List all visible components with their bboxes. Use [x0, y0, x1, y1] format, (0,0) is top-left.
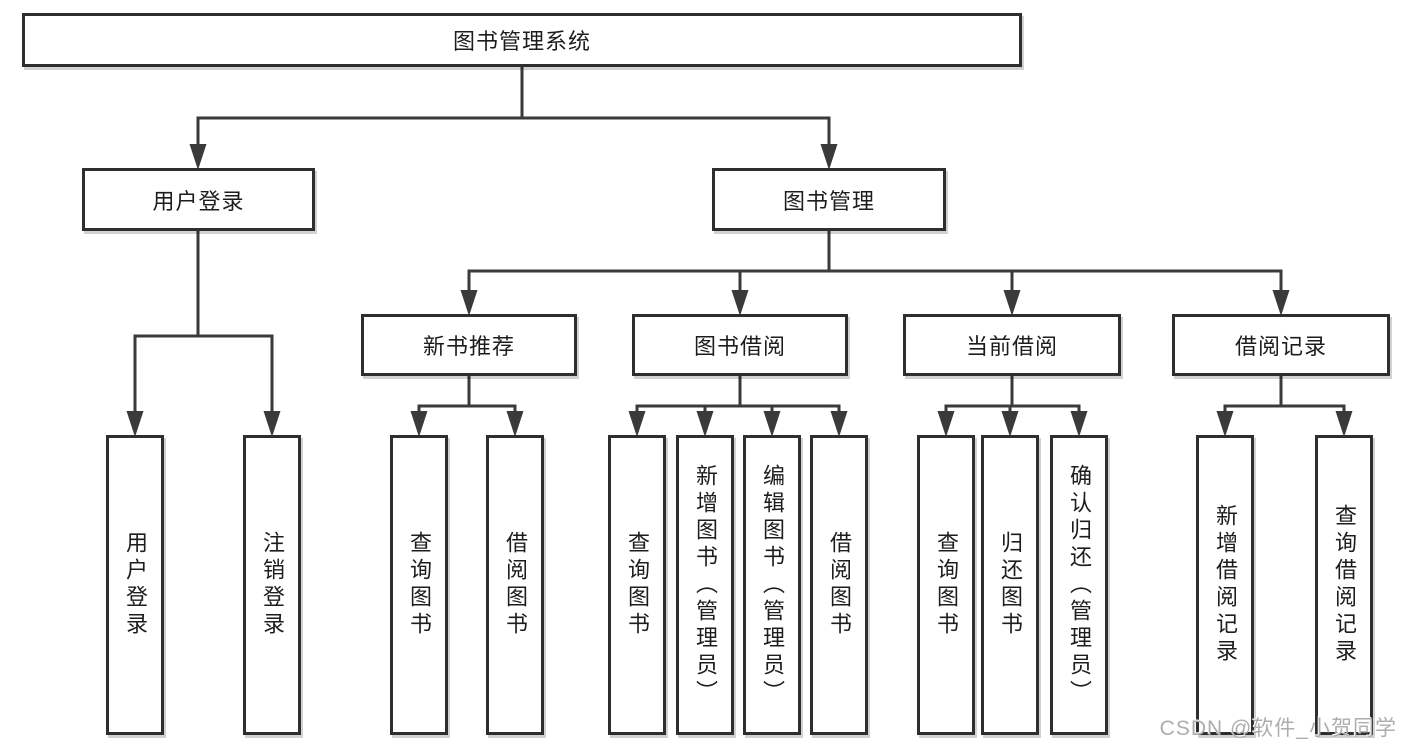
arrowheads — [126, 144, 1353, 437]
node-borrow-records-label: 借阅记录 — [1234, 334, 1327, 359]
node-br-add-record: 新增借阅记录 — [1196, 435, 1254, 735]
node-book-borrow-label: 图书借阅 — [693, 334, 786, 359]
node-nbr-query-books-label: 查询图书 — [407, 531, 432, 639]
node-cb-query-books-label: 查询图书 — [934, 531, 959, 639]
node-book-management: 图书管理 — [712, 168, 946, 231]
node-cb-confirm-return-admin: 确认归还（管理员） — [1050, 435, 1108, 735]
node-library-system: 图书管理系统 — [22, 13, 1022, 67]
node-bb-borrow-books-label: 借阅图书 — [827, 531, 852, 639]
node-bb-query-books-label: 查询图书 — [625, 531, 650, 639]
node-br-add-record-label: 新增借阅记录 — [1213, 504, 1238, 666]
node-user-login: 用户登录 — [106, 435, 164, 735]
node-logout: 注销登录 — [243, 435, 301, 735]
node-user-login-label: 用户登录 — [123, 531, 148, 639]
watermark: CSDN @软件_小贺同学 — [1159, 717, 1397, 740]
node-nbr-query-books: 查询图书 — [390, 435, 448, 735]
node-user-login-branch: 用户登录 — [82, 168, 315, 231]
node-br-query-record-label: 查询借阅记录 — [1332, 504, 1357, 666]
node-book-borrow: 图书借阅 — [632, 314, 848, 376]
node-cb-return-books-label: 归还图书 — [998, 531, 1023, 639]
node-current-borrow: 当前借阅 — [903, 314, 1121, 376]
node-current-borrow-label: 当前借阅 — [965, 334, 1058, 359]
node-new-book-recommend: 新书推荐 — [361, 314, 577, 376]
node-bb-add-books-admin-label: 新增图书（管理员） — [693, 463, 718, 707]
node-bb-borrow-books: 借阅图书 — [810, 435, 868, 735]
node-library-system-label: 图书管理系统 — [452, 29, 591, 54]
node-new-book-recommend-label: 新书推荐 — [422, 334, 515, 359]
node-br-query-record: 查询借阅记录 — [1315, 435, 1373, 735]
node-user-login-branch-label: 用户登录 — [152, 188, 245, 214]
node-bb-edit-books-admin: 编辑图书（管理员） — [743, 435, 801, 735]
node-borrow-records: 借阅记录 — [1172, 314, 1390, 376]
node-cb-query-books: 查询图书 — [917, 435, 975, 735]
node-logout-label: 注销登录 — [260, 531, 285, 639]
node-nbr-borrow-books: 借阅图书 — [486, 435, 544, 735]
node-cb-return-books: 归还图书 — [981, 435, 1039, 735]
node-book-management-label: 图书管理 — [782, 188, 875, 214]
node-bb-add-books-admin: 新增图书（管理员） — [676, 435, 734, 735]
node-cb-confirm-return-admin-label: 确认归还（管理员） — [1067, 463, 1092, 707]
node-bb-edit-books-admin-label: 编辑图书（管理员） — [760, 463, 785, 707]
node-nbr-borrow-books-label: 借阅图书 — [503, 531, 528, 639]
node-bb-query-books: 查询图书 — [608, 435, 666, 735]
